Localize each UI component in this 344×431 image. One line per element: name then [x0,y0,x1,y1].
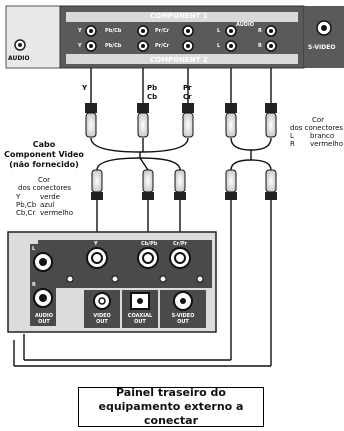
legend-value-cr: vermelho [40,209,73,217]
tv-jack-row1-y[interactable] [85,25,97,37]
device-jack-crpr[interactable] [169,247,191,269]
audio-plugs [225,103,277,200]
tv-row2-y-label: Y [78,43,82,49]
plug-y-top [85,103,97,138]
legend-key-pb: Pb,Cb [16,201,37,209]
legend-value-pb: azul [40,201,55,209]
tv-svideo-jack[interactable] [316,20,332,36]
tv-row1-y-label: Y [78,28,82,34]
component-cable-title-1: Cabo [32,140,56,149]
cable-pr-label: Pr [183,84,192,92]
device-y-label: Y [94,241,98,247]
video-out-line1: VIDEO [93,313,111,319]
component-cable-title-3: (não fornecido) [9,160,79,169]
tv-jack-row2-pb[interactable] [137,40,149,52]
device-coaxial-out-jack[interactable] [130,292,150,310]
plug-pb-top [137,103,149,138]
device-audio-r-jack[interactable] [33,288,53,308]
tv-jack-row2-pr[interactable] [182,40,194,52]
plug-y-bottom [91,169,103,200]
tv-jacks [14,20,332,52]
legend-key-l: L [290,132,294,140]
legend-key-cr: Cb,Cr [16,209,36,217]
cable-y-label: Y [82,84,88,92]
external-device-panel [7,231,217,333]
device-audio-l-label: L [32,246,36,252]
tv-audio-jack[interactable] [14,39,26,51]
component-dos-conectores-label: dos conectores [18,184,72,192]
plug-pr-bottom [174,169,186,200]
component-cable-title-2: Component Video [4,150,84,159]
tv-rear-panel [0,0,344,69]
cable-lines [13,68,272,367]
caption-line1: Painel traseiro do [116,386,226,399]
tv-jack-row2-y[interactable] [85,40,97,52]
svideo-out-line1: S-VIDEO [171,313,195,319]
caption-box: Painel traseiro do equipamento externo a… [78,386,264,427]
plug-pb-bottom [142,169,154,200]
component1-label: COMPONENT 1 [150,12,208,20]
audio-out-line2: OUT [38,319,50,325]
tv-row1-pr-label: Pr/Cr [155,28,170,34]
caption-line2: equipamento externo a conectar [98,400,244,427]
component-cable-title: Cabo Component Video (não fornecido) [4,140,84,170]
plug-audio-r-bottom [265,169,277,200]
plug-audio-l-top [225,103,237,138]
device-svideo-out-jack[interactable] [173,291,193,311]
tv-jack-row2-l[interactable] [225,40,237,52]
component2-label: COMPONENT 2 [150,56,208,64]
tv-row1-pb-label: Pb/Cb [105,28,122,34]
device-cbpb-label: Cb/Pb [141,241,158,247]
tv-jack-row1-l[interactable] [225,25,237,37]
tv-row2-l-label: L [217,43,221,49]
component-plugs-top [85,103,194,138]
plug-audio-l-bottom [225,169,237,200]
tv-row2-pr-label: Pr/Cr [155,43,170,49]
cable-cr-label: Cr [183,93,192,101]
tv-jack-row1-pr[interactable] [182,25,194,37]
plug-audio-r-top [265,103,277,138]
device-jack-y[interactable] [86,247,108,269]
tv-jack-row1-r[interactable] [265,25,277,37]
legend-value-r: vermelho [310,140,343,148]
device-audio-l-jack[interactable] [33,252,53,272]
cable-cb-label: Cb [147,93,158,101]
device-audio-r-label: R [32,282,36,288]
plug-pr-top [182,103,194,138]
legend-value-l: branco [310,132,335,140]
tv-svideo-label: S-VIDEO [308,44,336,51]
device-jack-cbpb[interactable] [137,247,159,269]
svideo-out-line2: OUT [177,319,189,325]
tv-row2-r-label: R [258,43,262,49]
tv-audio-small-label: AUDIO [236,22,255,28]
legend-value-y: verde [40,193,60,201]
video-out-line2: OUT [96,319,108,325]
tv-row1-l-label: L [217,28,221,34]
coaxial-out-line1: COAXIAL [127,313,153,319]
tv-row1-r-label: R [258,28,262,34]
tv-jack-row2-r[interactable] [265,40,277,52]
component-plugs-bottom [91,169,186,200]
coaxial-out-line2: OUT [134,319,146,325]
audio-dos-conectores-label: dos conectores [290,124,344,132]
tv-audio-label: AUDIO [8,55,30,62]
cable-pb-label: Pb [147,84,158,92]
tv-jack-row1-pb[interactable] [137,25,149,37]
audio-out-line1: AUDIO [34,313,54,319]
legend-key-y: Y [16,193,21,201]
device-crpr-label: Cr/Pr [173,241,188,247]
legend-key-r: R [290,140,295,148]
audio-cor-label: Cor [312,116,325,124]
component-cor-label: Cor [38,176,51,184]
tv-row2-pb-label: Pb/Cb [105,43,122,49]
device-video-out-jack[interactable] [93,292,111,310]
